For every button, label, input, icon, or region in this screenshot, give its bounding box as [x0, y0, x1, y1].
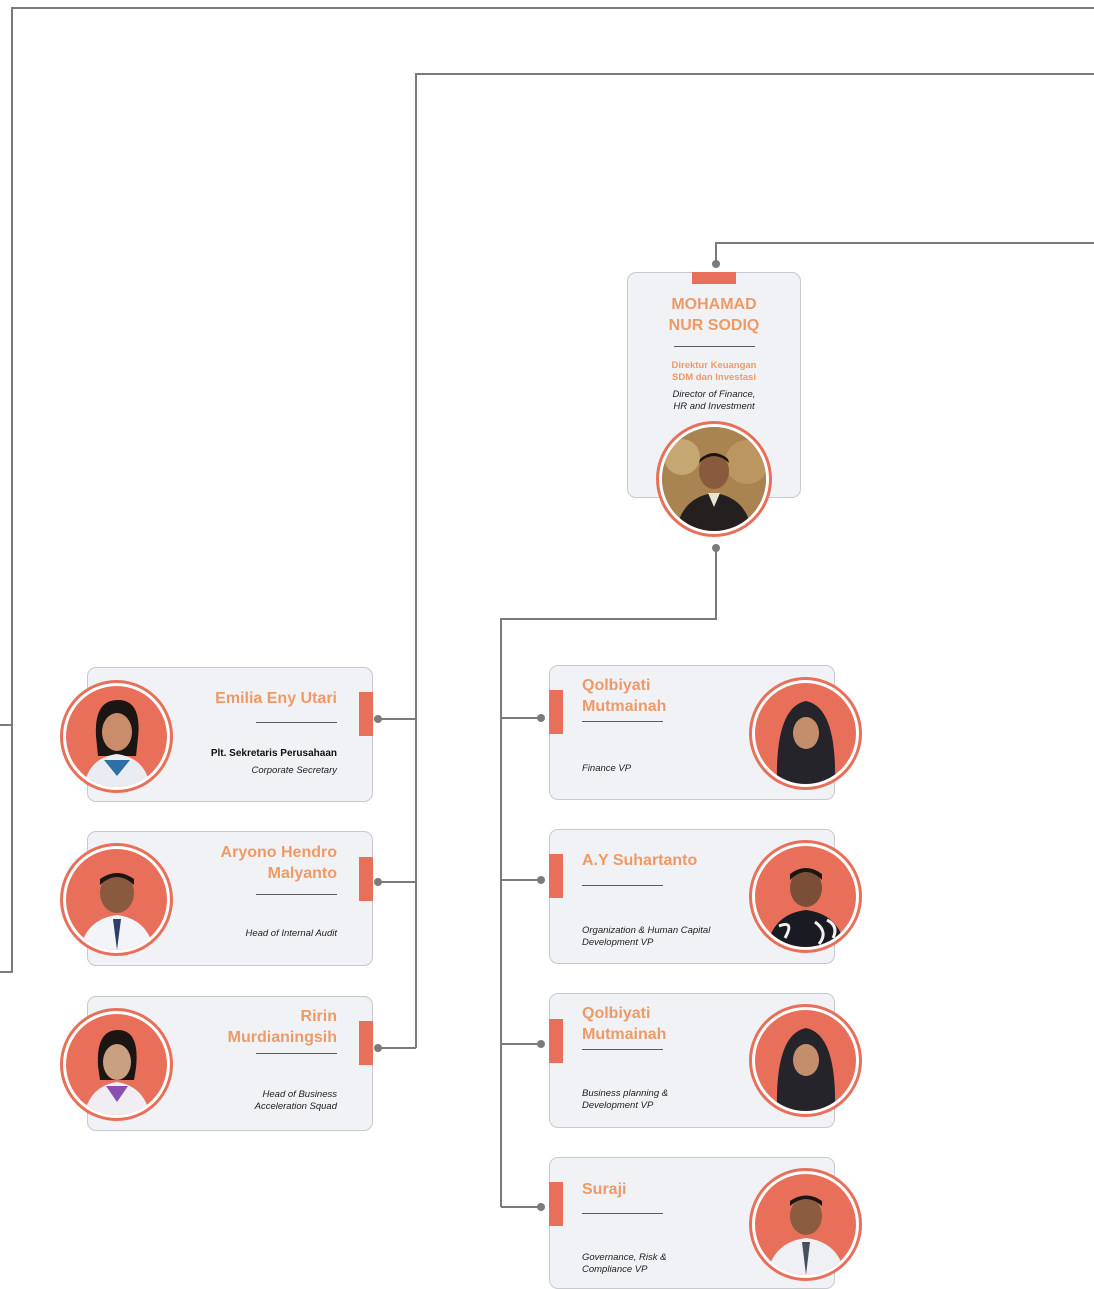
staff-1-underline	[256, 722, 337, 723]
vp-1-photo	[749, 677, 862, 790]
vp-2-photo	[749, 840, 862, 953]
director-title-id: Direktur Keuangan SDM dan Investasi	[671, 360, 757, 383]
director-photo	[656, 421, 772, 537]
woman-portrait-icon	[84, 1030, 150, 1115]
staff-3-name: Ririn Murdianingsih	[227, 1008, 337, 1046]
vp-2-name: A.Y Suhartanto	[582, 852, 698, 869]
vp-card-2-tab	[549, 854, 563, 898]
vp-1-name: Qolbiyati Mutmainah	[582, 677, 667, 715]
vp-3-title-en: Business planning & Development VP	[582, 1088, 669, 1111]
staff-1-title-id: Plt. Sekretaris Perusahaan	[210, 748, 337, 759]
vp-4-title-en: Governance, Risk & Compliance VP	[582, 1252, 667, 1275]
director-portrait-icon	[662, 427, 766, 531]
director-bottom-connector	[500, 548, 717, 1207]
staff-3-underline	[256, 1053, 337, 1054]
staff-connector	[415, 73, 1094, 1048]
staff-1-title-en: Corporate Secretary	[251, 765, 337, 776]
hijab-woman-portrait-icon	[776, 1028, 836, 1111]
outer-connector	[0, 7, 1094, 973]
staff-2-photo	[60, 843, 173, 956]
director-card-tab	[692, 272, 736, 284]
staff-card-3-tab	[359, 1021, 373, 1065]
vp-3-underline	[582, 1049, 663, 1050]
woman-portrait-icon	[84, 700, 150, 787]
man-portrait-icon	[767, 1195, 845, 1275]
director-title-en: Director of Finance, HR and Investment	[672, 389, 756, 412]
staff-3-photo	[60, 1008, 173, 1121]
staff-1-photo	[60, 680, 173, 793]
vp-1-title-en: Finance VP	[582, 763, 632, 774]
staff-3-title-en: Head of Business Acceleration Squad	[254, 1089, 337, 1112]
vp-4-name: Suraji	[582, 1181, 627, 1198]
director-top-connector	[715, 242, 1094, 264]
vp-3-name: Qolbiyati Mutmainah	[582, 1005, 667, 1043]
hijab-woman-portrait-icon	[776, 701, 836, 784]
vp-card-4-tab	[549, 1182, 563, 1226]
vp-2-underline	[582, 885, 663, 886]
staff-1-name: Emilia Eny Utari	[215, 690, 337, 707]
vp-3-photo	[749, 1004, 862, 1117]
director-name: MOHAMAD NUR SODIQ	[668, 296, 760, 334]
man-portrait-icon	[80, 873, 154, 950]
staff-card-1-tab	[359, 692, 373, 736]
vp-4-underline	[582, 1213, 663, 1214]
staff-2-title-en: Head of Internal Audit	[245, 928, 337, 939]
man-portrait-icon	[767, 868, 845, 947]
vp-1-underline	[582, 721, 663, 722]
vp-2-title-en: Organization & Human Capital Development…	[582, 925, 711, 948]
director-name-underline	[674, 346, 755, 347]
staff-card-2-tab	[359, 857, 373, 901]
vp-card-1-tab	[549, 690, 563, 734]
staff-2-name: Aryono Hendro Malyanto	[220, 844, 337, 882]
vp-card-3-tab	[549, 1019, 563, 1063]
vp-4-photo	[749, 1168, 862, 1281]
staff-2-underline	[256, 894, 337, 895]
